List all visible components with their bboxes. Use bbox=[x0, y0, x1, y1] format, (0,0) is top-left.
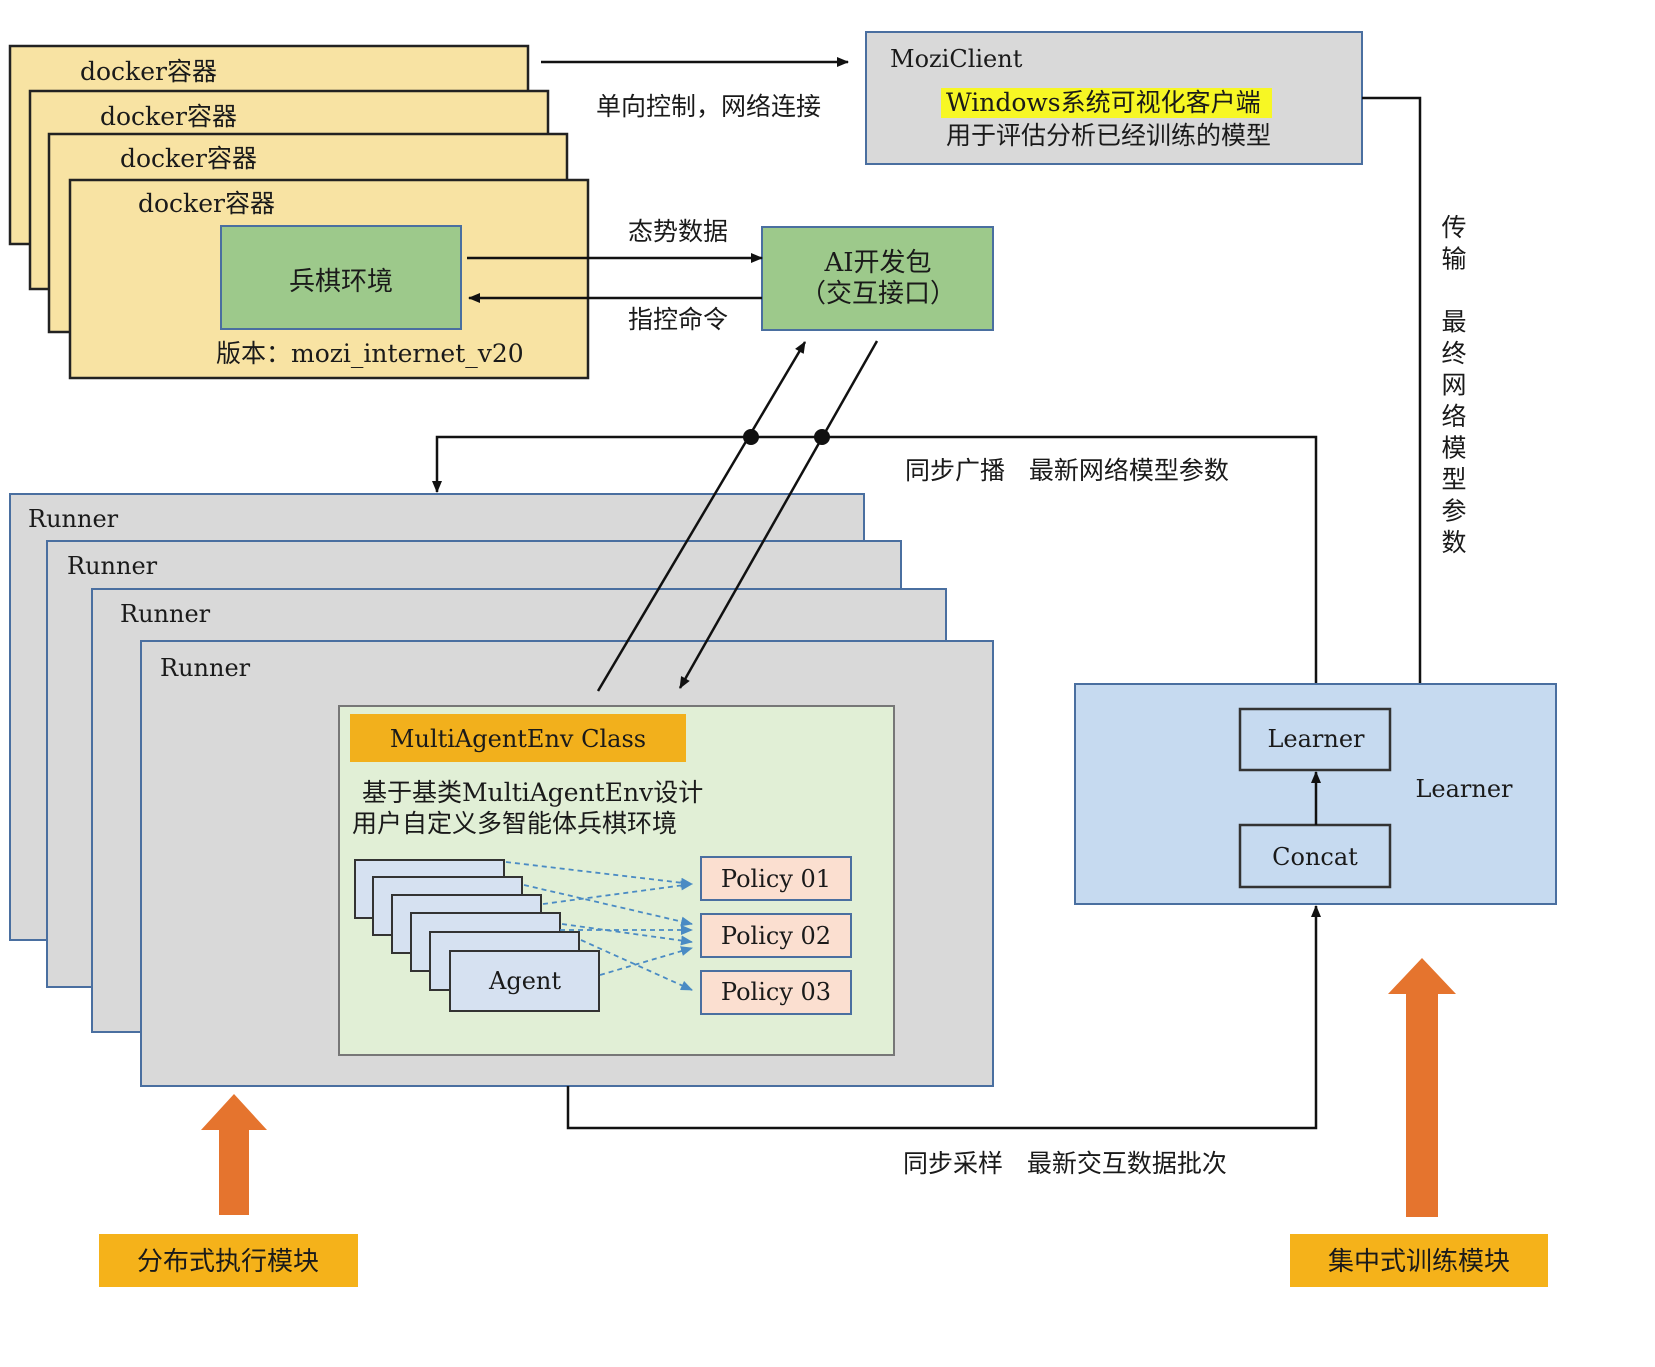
sync-broadcast-label: 同步广播 最新网络模型参数 bbox=[905, 456, 1229, 485]
learner-inner-label: Learner bbox=[1267, 725, 1365, 753]
transfer-vertical-char: 模 bbox=[1441, 434, 1466, 463]
multi-agent-env-class-bar bbox=[350, 714, 686, 762]
runner-label-4: Runner bbox=[160, 654, 251, 682]
docker-container-label-2: docker容器 bbox=[100, 102, 237, 131]
transfer-vertical-char: 最 bbox=[1441, 308, 1466, 337]
ai-sdk-box bbox=[761, 226, 994, 331]
transfer-vertical-char: 型 bbox=[1441, 465, 1466, 494]
centralized-module-label-bg bbox=[1290, 1234, 1548, 1287]
multi-agent-env-class-label: MultiAgentEnv Class bbox=[390, 725, 646, 753]
transfer-vertical-char: 输 bbox=[1441, 245, 1466, 274]
junction-dot-2 bbox=[814, 429, 830, 445]
transfer-vertical-char: 数 bbox=[1441, 528, 1466, 557]
transfer-vertical-char: 终 bbox=[1441, 339, 1466, 368]
docker-container-label-1: docker容器 bbox=[80, 57, 217, 86]
learner-inner-box bbox=[1238, 707, 1392, 772]
multi-agent-env-desc-line1: 基于基类MultiAgentEnv设计 bbox=[362, 778, 703, 807]
policy-label-1: Policy 01 bbox=[721, 865, 831, 893]
sdk-to-runner-arrow bbox=[678, 340, 879, 689]
agent-label: Agent bbox=[488, 967, 561, 995]
distributed-module-label-bg bbox=[99, 1234, 358, 1287]
concat-box bbox=[1238, 823, 1392, 889]
runner-label-3: Runner bbox=[120, 600, 211, 628]
ai-sdk-line1: AI开发包 bbox=[823, 248, 931, 278]
junction-dot-1 bbox=[743, 429, 759, 445]
mozi-client-highlight-line: Windows系统可视化客户端 bbox=[946, 88, 1261, 117]
sync-broadcast-line bbox=[432, 435, 1318, 684]
policy-box-2 bbox=[700, 913, 852, 958]
runner-label-2: Runner bbox=[67, 552, 158, 580]
transfer-vertical-char: 网 bbox=[1441, 371, 1466, 400]
command-label: 指控命令 bbox=[628, 305, 728, 334]
docker-container-label-4: docker容器 bbox=[138, 189, 275, 218]
distributed-module-label: 分布式执行模块 bbox=[137, 1247, 319, 1277]
policy-label-2: Policy 02 bbox=[721, 922, 831, 950]
wargame-env-label: 兵棋环境 bbox=[289, 267, 393, 297]
mozi-client: MoziClient Windows系统可视化客户端 用于评估分析已经训练的模型 bbox=[865, 31, 1363, 165]
concat-label: Concat bbox=[1272, 843, 1358, 871]
runner-label-1: Runner bbox=[28, 505, 119, 533]
situation-data-label: 态势数据 bbox=[628, 217, 728, 246]
env-version-label: 版本：mozi_internet_v20 bbox=[216, 339, 524, 368]
ai-sdk: AI开发包 （交互接口） bbox=[761, 226, 994, 331]
learner-outer-label: Learner bbox=[1415, 775, 1513, 803]
agent-card-6 bbox=[449, 950, 600, 1012]
docker-container-stack: docker容器 docker容器 docker容器 docker容器 兵棋环境… bbox=[8, 44, 590, 380]
mozi-client-highlight bbox=[941, 88, 1272, 118]
one-way-control-label: 单向控制，网络连接 bbox=[596, 92, 821, 121]
learner-module: Learner Learner Concat bbox=[1074, 683, 1557, 905]
mozi-client-desc-line: 用于评估分析已经训练的模型 bbox=[946, 121, 1271, 150]
transfer-line bbox=[1362, 96, 1422, 684]
centralized-module-label: 集中式训练模块 bbox=[1328, 1247, 1510, 1277]
multi-agent-env: MultiAgentEnv Class 基于基类MultiAgentEnv设计 … bbox=[338, 705, 895, 1056]
agent-policy-links bbox=[505, 861, 693, 991]
multi-agent-env-desc-line2: 用户自定义多智能体兵棋环境 bbox=[352, 809, 677, 838]
transfer-vertical-char: 参 bbox=[1441, 497, 1466, 526]
policy-box-3 bbox=[700, 970, 852, 1015]
ai-sdk-line2: （交互接口） bbox=[800, 279, 956, 309]
distributed-module-arrow bbox=[201, 1094, 267, 1215]
policy-box-1 bbox=[700, 856, 852, 901]
docker-container-label-3: docker容器 bbox=[120, 144, 257, 173]
sync-sample-line bbox=[566, 905, 1321, 1130]
wargame-env-box bbox=[220, 225, 462, 330]
centralized-module-arrow bbox=[1388, 958, 1456, 1217]
policy-label-3: Policy 03 bbox=[721, 978, 831, 1006]
runner-to-sdk-arrow bbox=[596, 341, 807, 692]
sync-sample-label: 同步采样 最新交互数据批次 bbox=[903, 1149, 1227, 1178]
transfer-vertical-char: 传 bbox=[1441, 213, 1466, 242]
transfer-vertical-char: 络 bbox=[1441, 402, 1466, 431]
mozi-client-title: MoziClient bbox=[890, 45, 1023, 73]
